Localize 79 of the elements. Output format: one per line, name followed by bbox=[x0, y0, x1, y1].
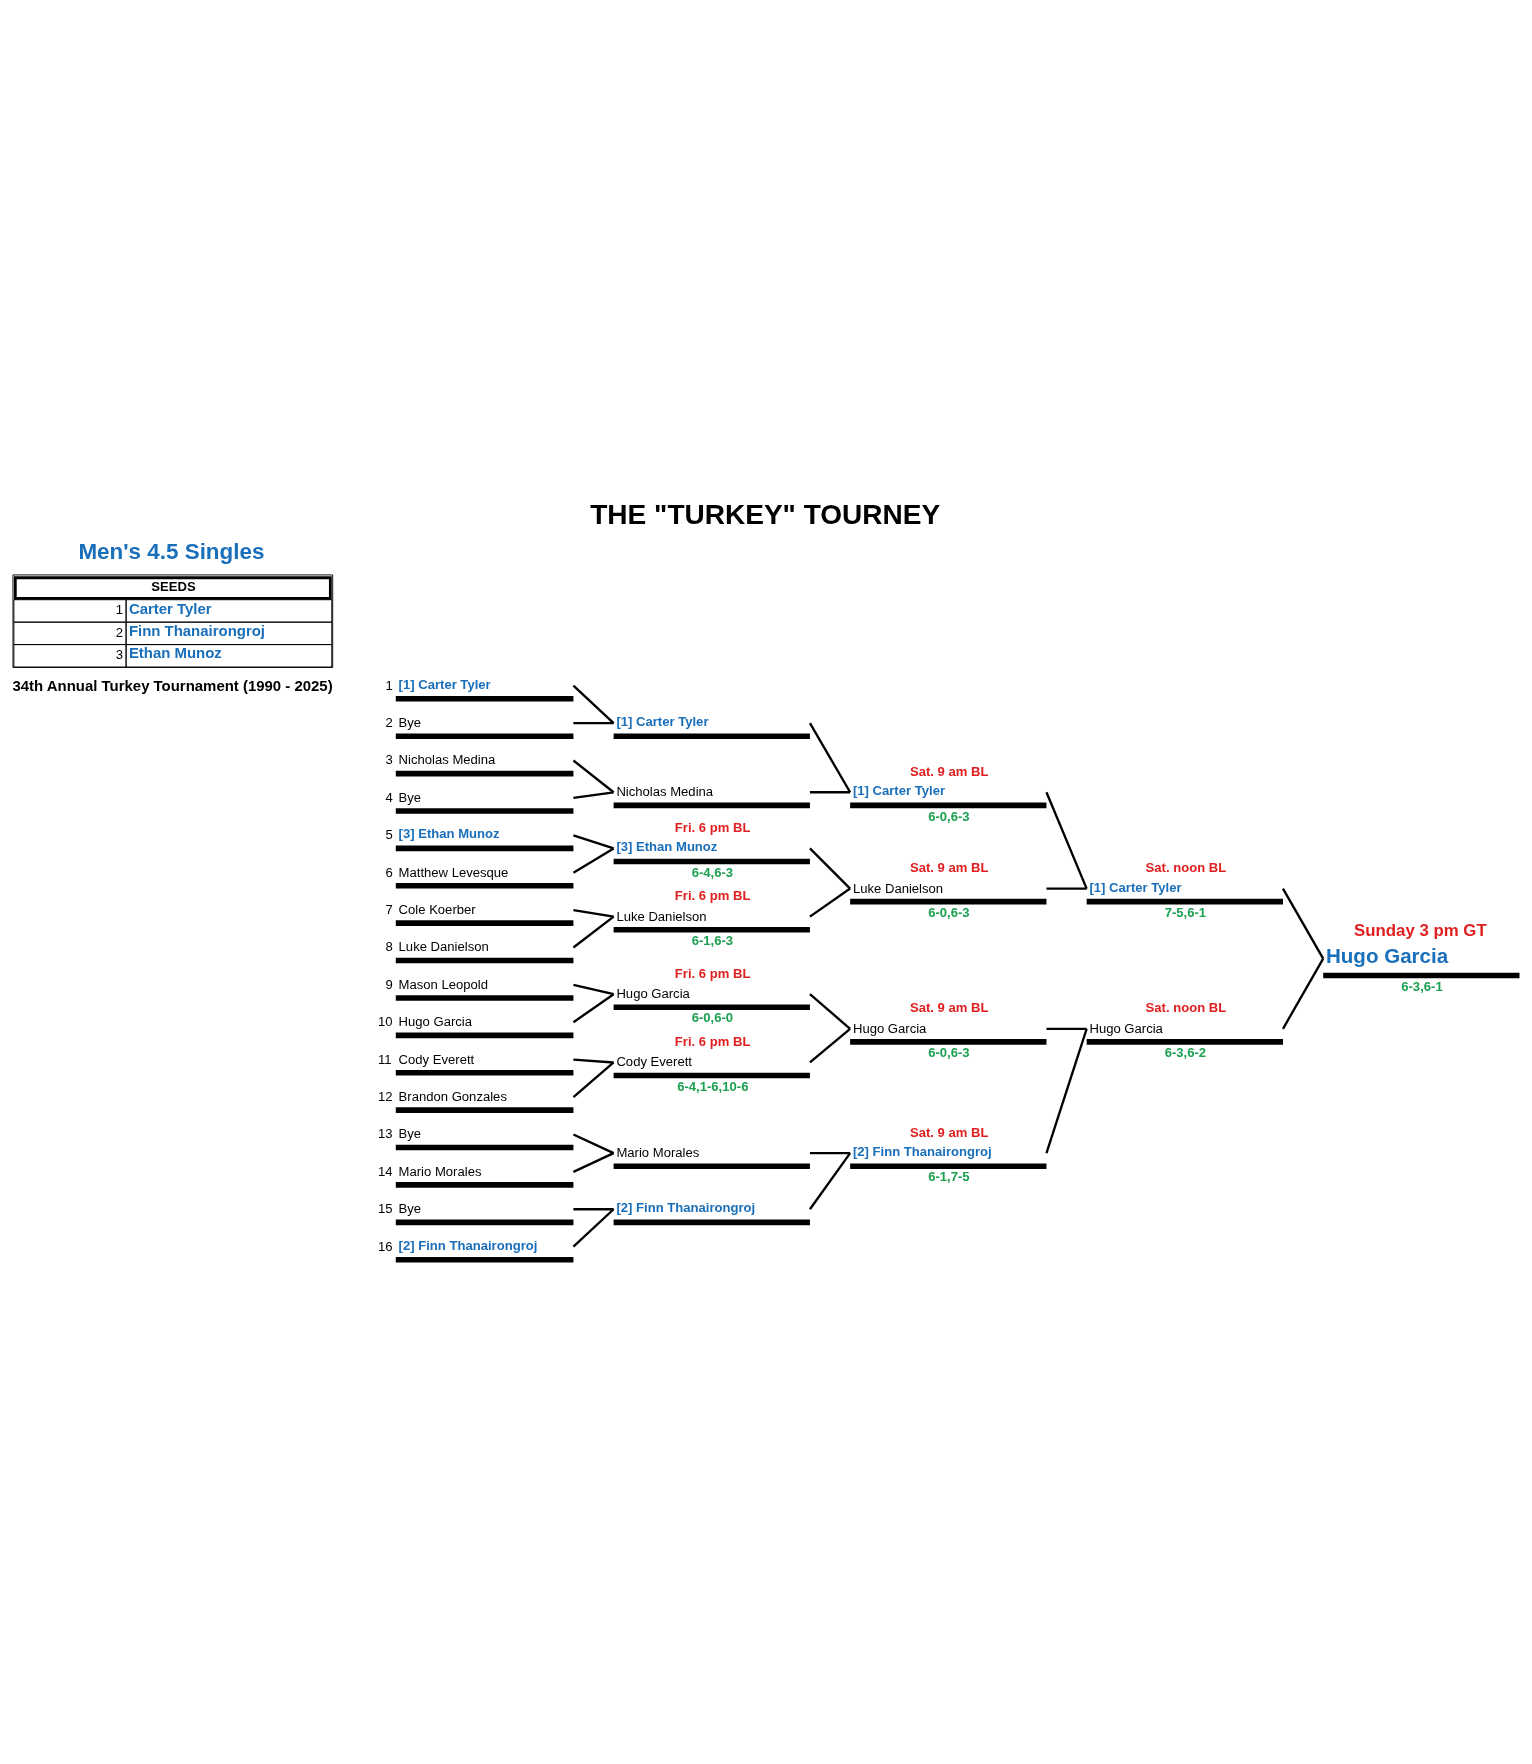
label: 2 bbox=[115, 624, 124, 640]
node-label: [1] Carter Tyler bbox=[852, 782, 946, 798]
node-label: [1] Carter Tyler bbox=[398, 676, 491, 692]
node-label: 7-5,6-1 bbox=[1164, 904, 1207, 920]
label: Finn Thanairongroj bbox=[128, 621, 265, 639]
label: Carter Tyler bbox=[128, 599, 212, 617]
node-label: 7 bbox=[385, 901, 393, 917]
node-label: Brandon Gonzales bbox=[398, 1088, 507, 1104]
node-label: Hugo Garcia bbox=[1089, 1020, 1163, 1036]
node-label: Sat. 9 am BL bbox=[909, 1124, 989, 1139]
node-label: 10 bbox=[378, 1013, 393, 1029]
node-label: 12 bbox=[378, 1088, 393, 1104]
node-label: Sat. 9 am BL bbox=[909, 859, 989, 875]
node-label: Nicholas Medina bbox=[616, 783, 714, 799]
node-label: Luke Danielson bbox=[852, 880, 944, 895]
node-label: 6-3,6-1 bbox=[1401, 978, 1443, 994]
node-label: Sat. 9 am BL bbox=[909, 763, 989, 779]
node-label: Bye bbox=[398, 789, 422, 805]
node-label: Mason Leopold bbox=[398, 976, 489, 992]
node-label: 6-4,1-6,10-6 bbox=[677, 1078, 749, 1094]
node-label: 16 bbox=[378, 1238, 393, 1254]
node-label: [2] Finn Thanairongroj bbox=[852, 1143, 992, 1159]
label: Ethan Munoz bbox=[128, 643, 222, 661]
node-label: Bye bbox=[398, 1200, 422, 1216]
node-label: 14 bbox=[378, 1163, 393, 1179]
node-label: Cole Koerber bbox=[398, 901, 476, 917]
label: Men's 4.5 Singles bbox=[78, 538, 265, 564]
node-label: 3 bbox=[385, 751, 393, 767]
node-label: 6-0,6-3 bbox=[928, 808, 970, 824]
node-label: Luke Danielson bbox=[616, 908, 707, 924]
node-label: 6-0,6-3 bbox=[928, 1044, 970, 1060]
node-label: Mario Morales bbox=[616, 1144, 700, 1160]
node-label: Hugo Garcia bbox=[616, 985, 690, 1001]
diagram-title: THE "TURKEY" TOURNEY bbox=[590, 498, 941, 530]
node-label: [3] Ethan Munoz bbox=[398, 825, 500, 841]
label: 3 bbox=[115, 646, 124, 662]
node-label: Nicholas Medina bbox=[398, 751, 496, 767]
node-label: Luke Danielson bbox=[398, 938, 489, 954]
node-label: [1] Carter Tyler bbox=[1089, 879, 1182, 895]
node-label: Mario Morales bbox=[398, 1163, 482, 1179]
node-label: Hugo Garcia bbox=[1325, 943, 1449, 967]
node-label: 6-1,7-5 bbox=[928, 1168, 970, 1184]
node-label: 9 bbox=[385, 976, 393, 992]
node-label: Bye bbox=[398, 714, 422, 730]
node-label: Cody Everett bbox=[398, 1051, 475, 1067]
node-label: Fri. 6 pm BL bbox=[674, 965, 751, 981]
node-label: Hugo Garcia bbox=[398, 1013, 473, 1029]
node-label: 6-1,6-3 bbox=[691, 932, 734, 948]
label: SEEDS bbox=[151, 578, 196, 594]
node-label: Hugo Garcia bbox=[852, 1020, 927, 1036]
node-label: 8 bbox=[385, 938, 393, 954]
node-label: 6-3,6-2 bbox=[1164, 1044, 1207, 1060]
node-label: 4 bbox=[385, 789, 393, 805]
node-label: 13 bbox=[378, 1125, 393, 1141]
node-label: 15 bbox=[378, 1200, 393, 1216]
label: 1 bbox=[115, 601, 124, 617]
node-label: Sat. noon BL bbox=[1145, 999, 1227, 1015]
label: 34th Annual Turkey Tournament (1990 - 2025) bbox=[12, 676, 333, 694]
node-label: 2 bbox=[385, 714, 393, 730]
node-label: 6-0,6-3 bbox=[928, 904, 970, 920]
node-label: 6-4,6-3 bbox=[691, 864, 734, 880]
node-label: Bye bbox=[398, 1125, 422, 1141]
node-label: 11 bbox=[378, 1051, 392, 1067]
node-label: [2] Finn Thanairongroj bbox=[616, 1199, 756, 1215]
node-label: Fri. 6 pm BL bbox=[674, 1033, 751, 1049]
node-label: 5 bbox=[385, 826, 393, 842]
node-label: 6-0,6-0 bbox=[691, 1009, 734, 1025]
node-label: Sunday 3 pm GT bbox=[1354, 920, 1487, 940]
node-label: [1] Carter Tyler bbox=[616, 713, 709, 729]
node-label: Cody Everett bbox=[616, 1053, 693, 1069]
node-label: [2] Finn Thanairongroj bbox=[398, 1237, 538, 1253]
node-label: Fri. 6 pm BL bbox=[674, 819, 751, 835]
node-label: Fri. 6 pm BL bbox=[674, 887, 751, 903]
node-label: 1 bbox=[385, 677, 393, 693]
node-label: Sat. 9 am BL bbox=[909, 999, 989, 1015]
node-label: [3] Ethan Munoz bbox=[616, 838, 718, 854]
node-label: Sat. noon BL bbox=[1145, 859, 1227, 875]
node-label: Matthew Levesque bbox=[398, 864, 509, 880]
node-label: 6 bbox=[385, 864, 393, 880]
